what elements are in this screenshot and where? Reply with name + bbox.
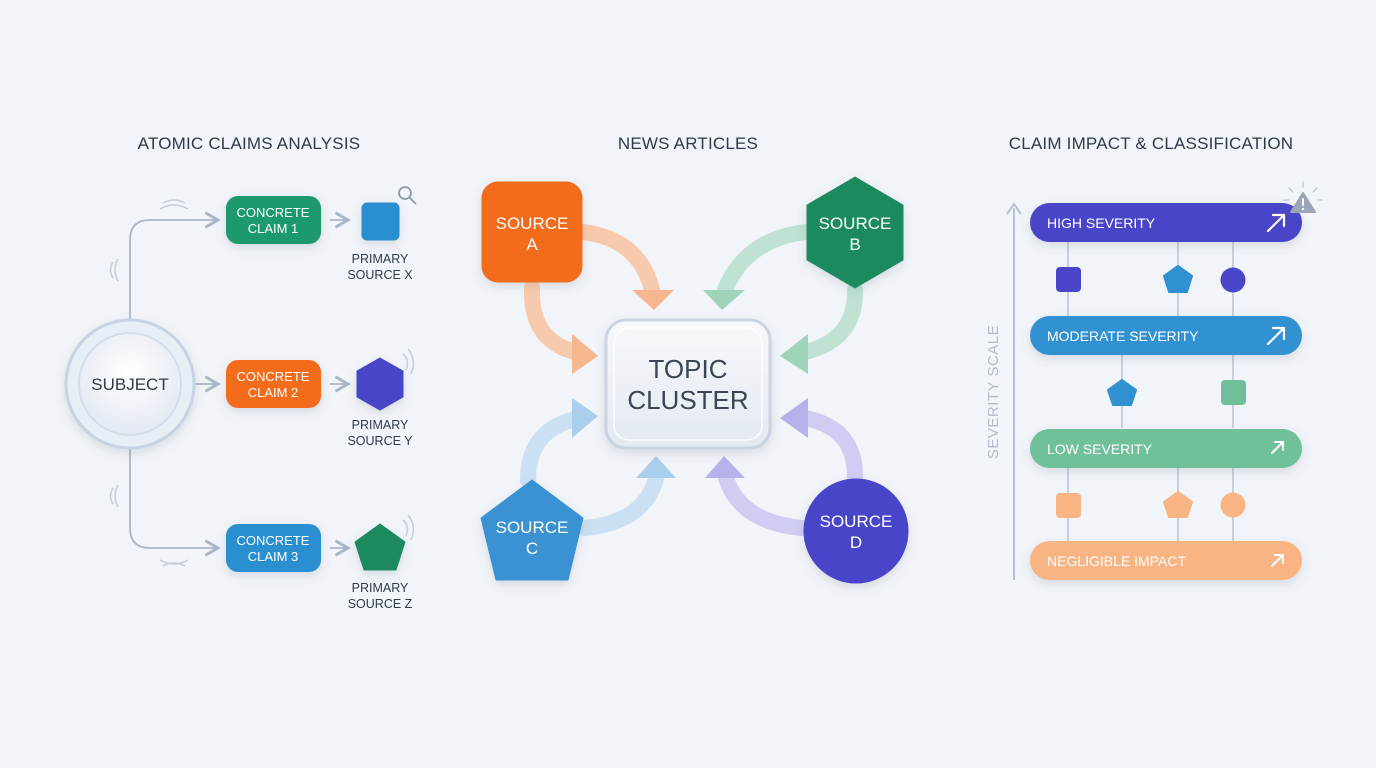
marker-square <box>1056 493 1081 518</box>
marker-pentagon <box>1163 265 1193 293</box>
section-title-news: NEWS ARTICLES <box>618 134 758 153</box>
magnifier-icon <box>398 186 417 205</box>
severity-negligible-label: NEGLIGIBLE IMPACT <box>1047 553 1186 569</box>
source-b-line1: SOURCE <box>819 214 892 233</box>
primary-source-z-line1: PRIMARY <box>352 581 409 595</box>
marker-square <box>1221 380 1246 405</box>
arrow-up-right-icon <box>1266 326 1286 346</box>
subject-node[interactable]: SUBJECT <box>64 318 196 450</box>
severity-axis: SEVERITY SCALE <box>985 202 1022 580</box>
primary-source-x-line2: SOURCE X <box>347 268 413 282</box>
claim-node-3[interactable]: CONCRETE CLAIM 3 <box>226 524 321 572</box>
source-a-line2: A <box>526 235 538 254</box>
severity-bar-moderate[interactable]: MODERATE SEVERITY <box>1030 316 1302 355</box>
claim-3-line1: CONCRETE <box>237 533 310 548</box>
severity-connectors <box>1067 242 1234 541</box>
claim-2-line1: CONCRETE <box>237 369 310 384</box>
warning-triangle-icon <box>1283 181 1323 213</box>
news-source-d[interactable]: SOURCE D <box>803 478 909 584</box>
marker-square <box>1056 267 1081 292</box>
severity-bar-high[interactable]: HIGH SEVERITY <box>1030 203 1302 242</box>
arrow-up-right-icon <box>1271 554 1284 567</box>
severity-axis-label: SEVERITY SCALE <box>985 325 1002 459</box>
signal-waves-icon <box>109 199 415 567</box>
section-title-claims: ATOMIC CLAIMS ANALYSIS <box>138 134 361 153</box>
claim-node-2[interactable]: CONCRETE CLAIM 2 <box>226 360 321 408</box>
primary-source-y[interactable]: PRIMARY SOURCE Y <box>347 357 413 448</box>
source-b-line2: B <box>849 235 860 254</box>
severity-bar-low[interactable]: LOW SEVERITY <box>1030 429 1302 468</box>
news-flow-arrows <box>520 224 864 536</box>
primary-source-z-line2: SOURCE Z <box>348 597 413 611</box>
arrow-up-right-icon <box>1271 441 1284 454</box>
news-source-a[interactable]: SOURCE A <box>481 181 583 283</box>
marker-circle <box>1220 267 1246 293</box>
claim-3-line2: CLAIM 3 <box>248 549 299 564</box>
topic-cluster-node[interactable]: TOPIC CLUSTER <box>604 318 772 450</box>
topic-label-line1: TOPIC <box>649 354 728 384</box>
claims-connectors <box>129 211 351 557</box>
claim-2-line2: CLAIM 2 <box>248 385 299 400</box>
primary-source-y-line2: SOURCE Y <box>347 434 413 448</box>
news-source-b[interactable]: SOURCE B <box>806 176 904 289</box>
section-title-impact: CLAIM IMPACT & CLASSIFICATION <box>1009 134 1293 153</box>
primary-source-z[interactable]: PRIMARY SOURCE Z <box>348 523 413 611</box>
news-source-c[interactable]: SOURCE C <box>480 479 584 581</box>
marker-pentagon <box>1107 379 1137 406</box>
primary-source-x[interactable]: PRIMARY SOURCE X <box>347 186 417 282</box>
claim-node-1[interactable]: CONCRETE CLAIM 1 <box>226 196 321 244</box>
source-d-line1: SOURCE <box>820 512 893 531</box>
topic-label-line2: CLUSTER <box>627 385 748 415</box>
primary-source-x-line1: PRIMARY <box>352 252 409 266</box>
primary-source-y-line1: PRIMARY <box>352 418 409 432</box>
source-d-line2: D <box>850 533 862 552</box>
source-c-line1: SOURCE <box>496 518 569 537</box>
source-c-line2: C <box>526 539 538 558</box>
claim-1-line1: CONCRETE <box>237 205 310 220</box>
source-a-line1: SOURCE <box>496 214 569 233</box>
severity-high-label: HIGH SEVERITY <box>1047 215 1156 231</box>
marker-pentagon <box>1163 491 1193 518</box>
marker-circle <box>1220 492 1246 518</box>
arrow-up-right-icon <box>1266 213 1286 233</box>
subject-label: SUBJECT <box>91 375 168 394</box>
severity-moderate-label: MODERATE SEVERITY <box>1047 328 1199 344</box>
classification-markers <box>1056 265 1246 518</box>
severity-bar-negligible[interactable]: NEGLIGIBLE IMPACT <box>1030 541 1302 580</box>
claim-1-line2: CLAIM 1 <box>248 221 299 236</box>
severity-low-label: LOW SEVERITY <box>1047 441 1153 457</box>
